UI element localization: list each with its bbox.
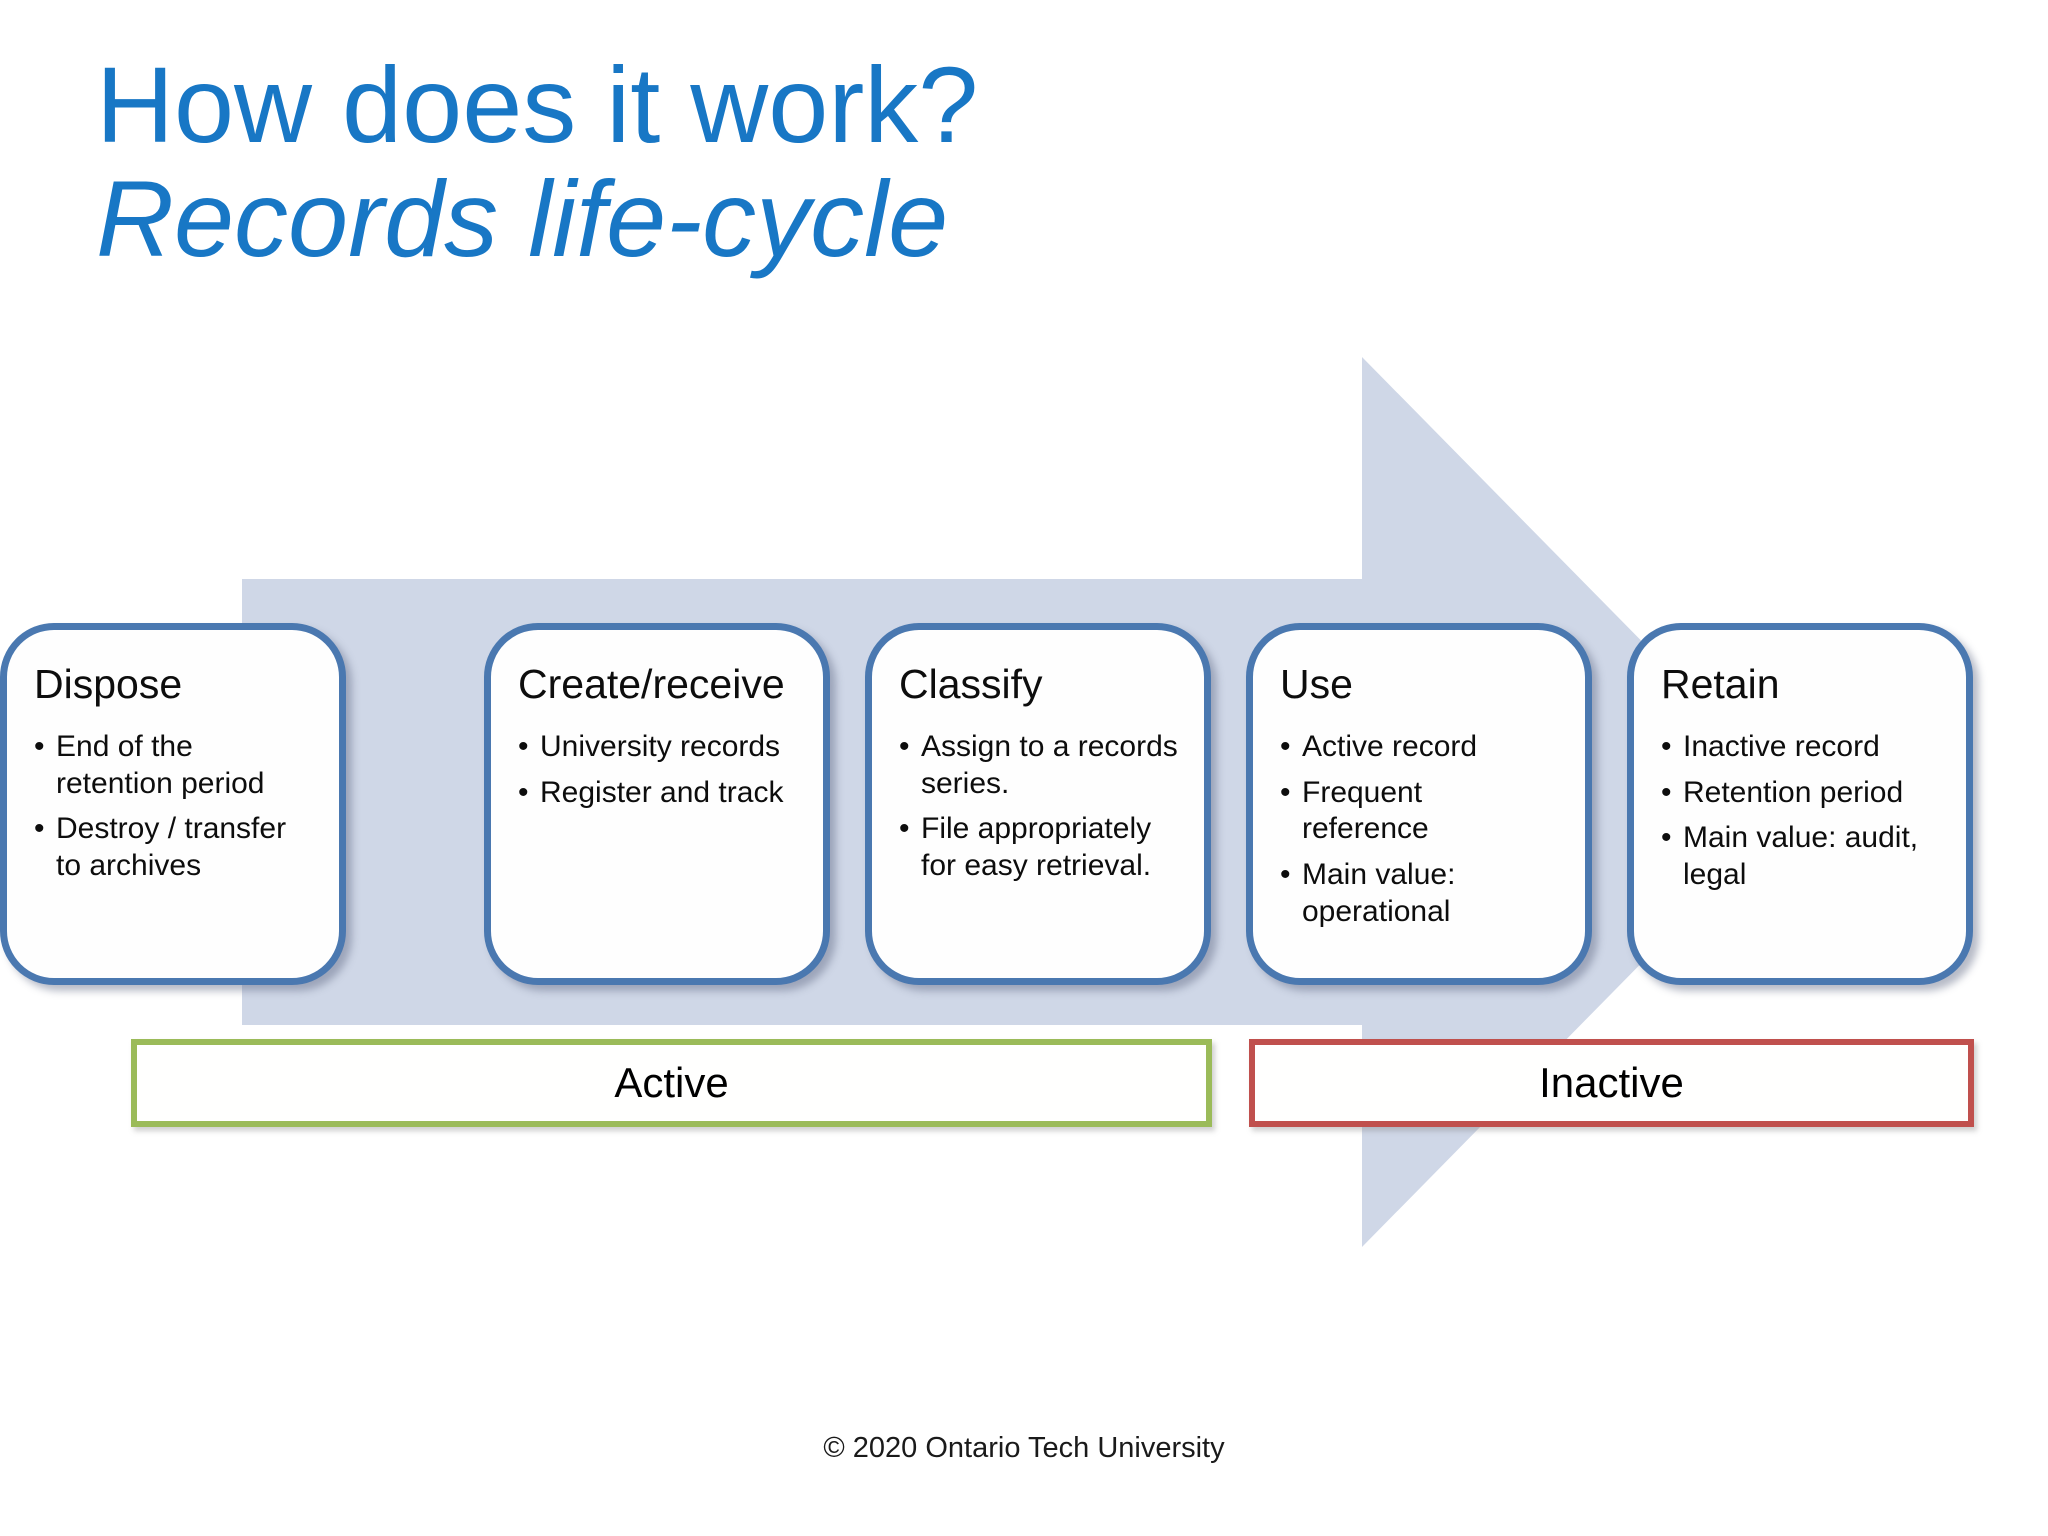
stage-box-retain: Retain • Inactive record • Retention per… <box>1627 623 1973 985</box>
bullet-text: Destroy / transfer to archives <box>56 812 287 882</box>
bullet-item: • Retention period <box>1661 775 1942 812</box>
bullet-text: File appropriately for easy retrieval. <box>921 812 1152 882</box>
bullet-list: • Assign to a records series. • File app… <box>899 729 1180 884</box>
stage-title: Create/receive <box>518 661 785 707</box>
bullet-text: Active record <box>1302 730 1478 764</box>
footer-copyright: © 2020 Ontario Tech University <box>823 1432 1225 1464</box>
stage-box-create-receive: Create/receive • University records • Re… <box>484 623 830 985</box>
bullet-dot-icon: • <box>518 775 529 809</box>
bullet-text: University records <box>540 730 781 764</box>
bullet-text: Register and track <box>540 775 784 809</box>
bullet-text: Assign to a records series. <box>921 730 1178 800</box>
bullet-dot-icon: • <box>34 812 45 846</box>
page-title: How does it work? <box>96 44 979 165</box>
bullet-item: • File appropriately for easy retrieval. <box>899 811 1180 884</box>
bullet-item: • Frequent reference <box>1280 775 1561 848</box>
stage-title: Use <box>1280 661 1353 707</box>
bullet-text: End of the retention period <box>56 730 265 800</box>
bullet-item: • Main value: audit, legal <box>1661 820 1942 893</box>
bullet-text: Main value: operational <box>1302 857 1456 928</box>
bullet-dot-icon: • <box>1661 730 1672 764</box>
phase-bar-inactive: Inactive <box>1249 1039 1974 1127</box>
phase-label-inactive: Inactive <box>1539 1059 1684 1106</box>
bullet-item: • Assign to a records series. <box>899 729 1180 802</box>
stage-title: Retain <box>1661 661 1780 707</box>
bullet-item: • University records <box>518 729 799 766</box>
stage-box-use: Use • Active record • Frequent reference… <box>1246 623 1592 985</box>
bullet-item: • End of the retention period <box>34 729 315 802</box>
bullet-dot-icon: • <box>899 812 910 846</box>
stage-box-classify: Classify • Assign to a records series. •… <box>865 623 1211 985</box>
bullet-dot-icon: • <box>1661 821 1672 855</box>
bullet-text: Main value: audit, legal <box>1683 821 1919 891</box>
phase-bar-active: Active <box>131 1039 1212 1127</box>
bullet-list: • University records • Register and trac… <box>518 729 799 811</box>
bullet-list: • Inactive record • Retention period • M… <box>1661 729 1942 893</box>
bullet-dot-icon: • <box>1661 775 1672 809</box>
bullet-item: • Active record <box>1280 729 1561 766</box>
bullet-dot-icon: • <box>1280 730 1291 764</box>
bullet-dot-icon: • <box>1280 857 1291 891</box>
bullet-text: Inactive record <box>1683 730 1880 764</box>
bullet-list: • Active record • Frequent reference • M… <box>1280 729 1561 930</box>
bullet-item: • Destroy / transfer to archives <box>34 811 315 884</box>
phase-label-active: Active <box>614 1059 729 1106</box>
bullet-dot-icon: • <box>518 730 529 764</box>
bullet-item: • Inactive record <box>1661 729 1942 766</box>
bullet-text: Frequent reference <box>1302 775 1429 846</box>
bullet-text: Retention period <box>1683 775 1904 809</box>
bullet-dot-icon: • <box>34 730 45 764</box>
stage-box-dispose: Dispose • End of the retention period • … <box>0 623 346 985</box>
stage-title: Classify <box>899 661 1043 707</box>
bullet-list: • End of the retention period • Destroy … <box>34 729 315 884</box>
stage-title: Dispose <box>34 661 183 707</box>
bullet-dot-icon: • <box>899 730 910 764</box>
bullet-item: • Main value: operational <box>1280 857 1561 930</box>
bullet-item: • Register and track <box>518 775 799 812</box>
page-subtitle: Records life-cycle <box>96 158 949 280</box>
bullet-dot-icon: • <box>1280 775 1291 809</box>
title-block: How does it work? Records life-cycle <box>96 44 979 280</box>
